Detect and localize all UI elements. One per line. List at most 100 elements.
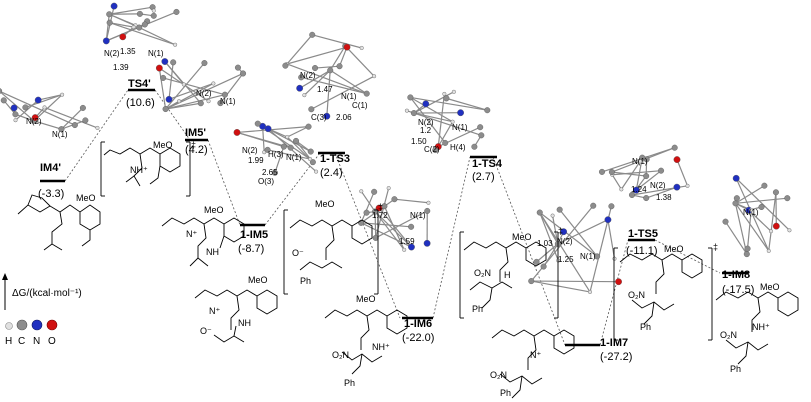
nitro-label: O₂N xyxy=(720,330,737,340)
atom-sphere xyxy=(632,186,640,194)
atom-sphere xyxy=(608,203,615,210)
atom-sphere xyxy=(477,124,484,131)
atom-sphere xyxy=(638,159,643,164)
bond-stick xyxy=(299,69,331,89)
bond-stick xyxy=(559,209,598,257)
ts-marker: ‡ xyxy=(558,226,563,236)
methoxy-label: MeO xyxy=(512,232,532,242)
atom-sphere xyxy=(293,137,300,144)
atom-sphere xyxy=(484,107,491,114)
atom-sphere xyxy=(451,89,456,94)
state-energy: (-22.0) xyxy=(402,332,434,344)
atom-sphere xyxy=(732,174,740,182)
nitro-label: O₂N xyxy=(628,290,645,300)
atom-sphere xyxy=(31,114,39,121)
atom-label: N(1) xyxy=(286,153,302,162)
atom-label: C(1) xyxy=(352,101,368,110)
atom-sphere xyxy=(141,21,148,28)
bond-stick xyxy=(164,61,185,85)
bond-stick xyxy=(326,70,331,117)
bond-stick xyxy=(735,185,765,204)
bond-stick xyxy=(410,96,453,123)
structural-formulas xyxy=(17,141,799,399)
atom-sphere xyxy=(234,64,241,71)
atom-sphere xyxy=(372,74,377,79)
atom-sphere xyxy=(671,144,678,151)
atom-label: N(2) xyxy=(242,146,258,155)
n-plus-label: N⁺ xyxy=(186,229,197,239)
atom-sphere xyxy=(79,104,86,111)
atom-label: N(2) xyxy=(104,49,120,58)
bond-stick xyxy=(360,191,375,224)
atom-sphere xyxy=(619,187,624,192)
atom-sphere xyxy=(424,207,431,214)
ts-marker: ‡ xyxy=(191,140,196,150)
atom-sphere xyxy=(540,263,547,270)
bond-stick xyxy=(109,6,153,15)
legend: ΔG/(kcal·mol⁻¹) H C N O xyxy=(2,273,82,347)
atom-sphere xyxy=(391,196,398,203)
bond-stick xyxy=(735,197,788,204)
structure-im5p xyxy=(161,217,245,267)
atom-sphere xyxy=(639,154,646,161)
molecular-models xyxy=(0,2,792,294)
state-label: IM5' xyxy=(185,127,206,139)
bond-stick xyxy=(344,45,375,77)
atom-sphere xyxy=(323,112,331,120)
legend-label-c: C xyxy=(18,336,25,347)
atom-sphere xyxy=(271,169,278,176)
atom-sphere xyxy=(749,207,754,212)
atom-sphere xyxy=(173,8,180,15)
nitro-label: O₂N xyxy=(474,268,491,278)
methoxy-label: MeO xyxy=(248,275,268,285)
bond-stick xyxy=(734,202,770,252)
bond-length: 1.03 xyxy=(537,239,553,248)
nh-plus-label: NH⁺ xyxy=(752,322,770,332)
atom-sphere xyxy=(221,91,228,98)
atom-sphere xyxy=(13,118,18,123)
bond-stick xyxy=(267,128,312,153)
bond-stick xyxy=(734,203,748,255)
bond-length: 2.65 xyxy=(262,168,278,177)
atom-sphere xyxy=(604,216,612,224)
atom-sphere xyxy=(658,167,665,174)
h-label: H xyxy=(504,270,511,280)
bond-stick xyxy=(539,212,598,257)
atom-sphere xyxy=(590,202,597,209)
ts-marker: ‡ xyxy=(378,202,383,212)
atom-sphere xyxy=(82,117,89,124)
bond-stick xyxy=(539,212,591,293)
bond-stick xyxy=(286,63,367,95)
atom-sphere xyxy=(34,96,42,104)
state-label: 1-IM8 xyxy=(722,269,750,281)
atom-sphere xyxy=(181,82,186,87)
nitro-label: O₂N xyxy=(332,350,349,360)
atom-sphere xyxy=(201,60,208,67)
phenyl-label: Ph xyxy=(344,378,355,388)
atom-label: N(2) xyxy=(418,118,434,127)
bond-length: 1.35 xyxy=(120,47,136,56)
bond-stick xyxy=(162,77,226,96)
state-energy: (-27.2) xyxy=(600,351,632,363)
bond-stick xyxy=(274,146,285,173)
atom-label: N(1) xyxy=(341,92,357,101)
model-annotations: N(2) N(1) 1.35 1.39 N(2) N(1) N(2) N(1) … xyxy=(26,47,759,264)
nitro-label: O₂N xyxy=(490,370,507,380)
bond-length: 1.50 xyxy=(411,137,427,146)
atom-sphere xyxy=(287,144,294,151)
bond-stick xyxy=(138,27,176,46)
phenyl-label: Ph xyxy=(640,322,651,332)
atom-sphere xyxy=(408,243,415,251)
structure-1-ts5 xyxy=(613,247,713,341)
atom-label: N(1) xyxy=(743,208,759,217)
atom-sphere xyxy=(407,94,414,101)
atom-sphere xyxy=(685,183,690,188)
connectors xyxy=(64,89,721,346)
o-minus-label: O⁻ xyxy=(292,248,304,258)
bond-stick xyxy=(360,190,376,212)
structure-text: MeO NH⁺ MeO ‡ MeO N⁺ NH MeO N⁺ O⁻ NH MeO… xyxy=(76,140,780,398)
bond-stick xyxy=(361,222,412,228)
atom-sphere xyxy=(594,253,601,260)
phenyl-label: Ph xyxy=(300,276,311,286)
atom-sphere xyxy=(442,139,449,146)
